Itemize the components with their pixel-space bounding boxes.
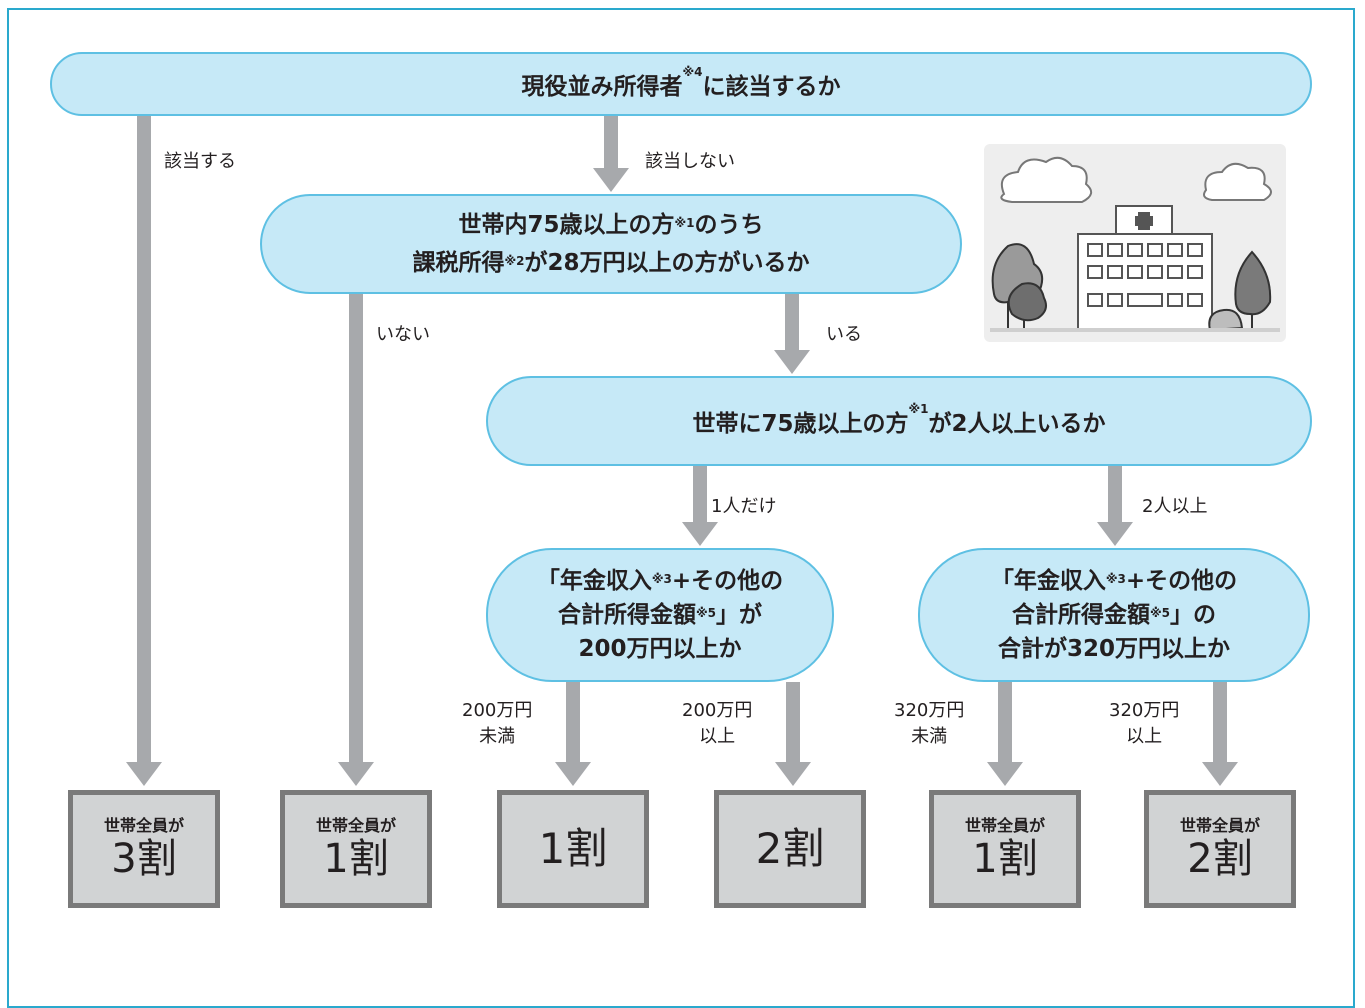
arrow-shaft-gaitou-shinai xyxy=(604,116,618,168)
result-1wari-all-320: 世帯全員が 1割 xyxy=(929,790,1081,908)
arrow-head-320-ijou xyxy=(1202,762,1238,786)
q5-line2-b: 」の xyxy=(1170,602,1216,628)
hospital-illustration-icon xyxy=(984,144,1286,342)
q5-footnote-3: ※3 xyxy=(1105,572,1126,586)
arrow-shaft-320-ijou xyxy=(1213,682,1227,762)
arrow-shaft-hitori xyxy=(693,466,707,522)
question-320man: 「年金収入※3+その他の 合計所得金額※5」の 合計が320万円以上か xyxy=(918,548,1310,682)
q1-text: 現役並み所得者 xyxy=(521,74,683,100)
arrow-head-hitori xyxy=(682,522,718,546)
result-ratio: 1割 xyxy=(972,836,1038,882)
q4-footnote-3: ※3 xyxy=(651,572,672,586)
arrow-shaft-320-miman xyxy=(998,682,1012,762)
arrow-head-200-ijou xyxy=(775,762,811,786)
arrow-shaft-200-ijou xyxy=(786,682,800,762)
result-ratio: 2割 xyxy=(755,824,825,873)
result-sub: 世帯全員が xyxy=(103,816,184,835)
label-gaitou-suru: 該当する xyxy=(164,151,236,172)
q5-line3: 合計が320万円以上か xyxy=(997,636,1230,662)
q4-line2-a: 合計所得金額 xyxy=(557,602,696,628)
label-200-miman: 200万円 未満 xyxy=(462,698,532,750)
label-200-ijou-line1: 200万円 xyxy=(682,700,753,721)
flowchart-stage: 現役並み所得者※4に該当するか 世帯内75歳以上の方※1のうち 課税所得※2が2… xyxy=(7,8,1355,1008)
result-ratio: 1割 xyxy=(538,824,608,873)
label-320-miman: 320万円 未満 xyxy=(894,698,964,750)
q2-line1-a: 世帯内75歳以上の方 xyxy=(458,212,675,238)
arrow-shaft-futari xyxy=(1108,466,1122,522)
q2-line2-b: が28万円以上の方がいるか xyxy=(524,250,810,276)
question-genekinami: 現役並み所得者※4に該当するか xyxy=(50,52,1312,116)
q4-line1-b: +その他の xyxy=(671,568,784,594)
q3-text-a: 世帯に75歳以上の方 xyxy=(692,411,909,437)
q2-footnote-1: ※1 xyxy=(674,216,695,230)
q2-footnote-2: ※2 xyxy=(504,254,525,268)
label-320-ijou-line2: 以上 xyxy=(1126,726,1163,747)
arrow-shaft-inai xyxy=(349,294,363,762)
arrow-head-320-miman xyxy=(987,762,1023,786)
label-futari-ijou: 2人以上 xyxy=(1142,496,1208,517)
arrows-layer xyxy=(126,116,1238,786)
label-320-ijou-line1: 320万円 xyxy=(1109,700,1180,721)
label-200-miman-line1: 200万円 xyxy=(462,700,533,721)
result-1wari: 1割 xyxy=(497,790,649,908)
arrow-head-200-miman xyxy=(555,762,591,786)
result-ratio: 2割 xyxy=(1187,836,1253,882)
result-3wari-all: 世帯全員が 3割 xyxy=(68,790,220,908)
arrow-head-iru xyxy=(774,350,810,374)
result-sub: 世帯全員が xyxy=(964,816,1045,835)
label-320-ijou: 320万円 以上 xyxy=(1109,698,1179,750)
q1-footnote: ※4 xyxy=(682,65,703,79)
q1-tail: に該当するか xyxy=(702,74,841,100)
label-320-miman-line2: 未満 xyxy=(911,726,948,747)
q4-line1-a: 「年金収入 xyxy=(536,568,652,594)
arrow-head-futari xyxy=(1097,522,1133,546)
arrow-head-gaitou-shinai xyxy=(593,168,629,192)
question-ninzu: 世帯に75歳以上の方※1が2人以上いるか xyxy=(486,376,1312,466)
result-ratio: 1割 xyxy=(323,836,389,882)
label-gaitou-shinai: 該当しない xyxy=(645,151,735,172)
label-hitori-dake: 1人だけ xyxy=(711,496,777,517)
result-sub: 世帯全員が xyxy=(315,816,396,835)
q2-line2-a: 課税所得 xyxy=(412,250,505,276)
label-200-ijou: 200万円 以上 xyxy=(682,698,752,750)
label-200-miman-line2: 未満 xyxy=(479,726,516,747)
question-200man: 「年金収入※3+その他の 合計所得金額※5」が 200万円以上か xyxy=(486,548,834,682)
arrow-head-inai xyxy=(338,762,374,786)
q5-footnote-5: ※5 xyxy=(1149,606,1170,620)
label-200-ijou-line2: 以上 xyxy=(699,726,736,747)
q2-line1-b: のうち xyxy=(694,212,764,238)
arrow-shaft-iru xyxy=(785,294,799,350)
result-ratio: 3割 xyxy=(111,836,177,882)
q5-line2-a: 合計所得金額 xyxy=(1011,602,1150,628)
result-1wari-all: 世帯全員が 1割 xyxy=(280,790,432,908)
q4-line2-b: 」が xyxy=(716,602,762,628)
label-iru: いる xyxy=(826,324,862,345)
q3-footnote: ※1 xyxy=(908,402,929,416)
q4-footnote-5: ※5 xyxy=(695,606,716,620)
result-2wari: 2割 xyxy=(714,790,866,908)
q5-line1-a: 「年金収入 xyxy=(990,568,1106,594)
arrow-shaft-gaitou-suru xyxy=(137,116,151,762)
arrow-shaft-200-miman xyxy=(566,682,580,762)
q3-text-b: が2人以上いるか xyxy=(928,411,1106,437)
label-inai: いない xyxy=(376,324,430,345)
arrow-head-gaitou-suru xyxy=(126,762,162,786)
label-320-miman-line1: 320万円 xyxy=(894,700,965,721)
q5-line1-b: +その他の xyxy=(1125,568,1238,594)
result-2wari-all-320: 世帯全員が 2割 xyxy=(1144,790,1296,908)
result-sub: 世帯全員が xyxy=(1179,816,1260,835)
question-kazei-shotoku: 世帯内75歳以上の方※1のうち 課税所得※2が28万円以上の方がいるか xyxy=(260,194,962,294)
q4-line3: 200万円以上か xyxy=(578,636,742,662)
